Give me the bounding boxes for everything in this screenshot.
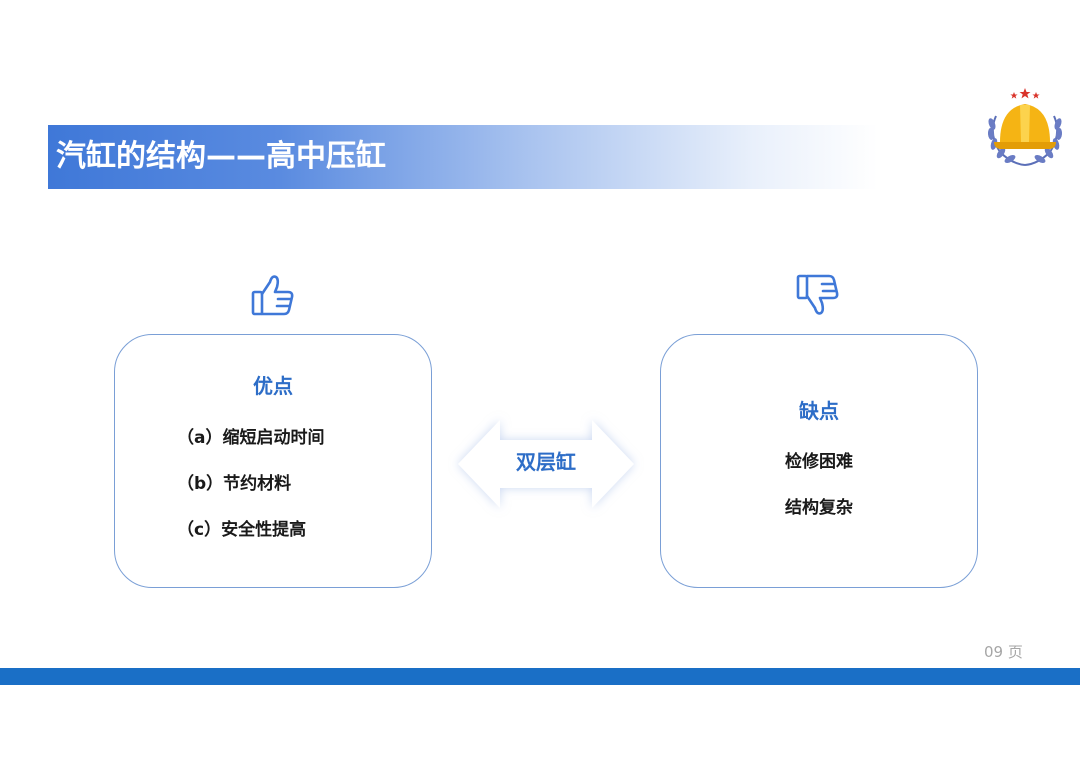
slide-title-bar: 汽缸的结构——高中压缸 xyxy=(48,125,878,189)
cons-card: 缺点 检修困难 结构复杂 xyxy=(660,334,978,588)
pros-item: （c）安全性提高 xyxy=(177,520,307,540)
cons-item: 结构复杂 xyxy=(785,498,853,518)
thumbs-up-icon xyxy=(251,275,294,316)
cons-heading: 缺点 xyxy=(799,399,839,423)
pros-item: （b）节约材料 xyxy=(177,474,292,494)
pros-item: （a）缩短启动时间 xyxy=(177,428,325,448)
footer-bar xyxy=(0,668,1080,685)
double-layer-label: 双层缸 xyxy=(516,450,576,474)
thumbs-down-icon xyxy=(796,274,839,315)
double-arrow-icon xyxy=(458,420,634,508)
pros-card: 优点 （a）缩短启动时间 （b）节约材料 （c）安全性提高 xyxy=(114,334,432,588)
pros-heading: 优点 xyxy=(253,374,293,398)
page-number: 09 页 xyxy=(984,643,1023,661)
safety-helmet-logo xyxy=(987,88,1063,166)
slide-title: 汽缸的结构——高中压缸 xyxy=(56,139,386,174)
cons-item: 检修困难 xyxy=(785,452,853,472)
